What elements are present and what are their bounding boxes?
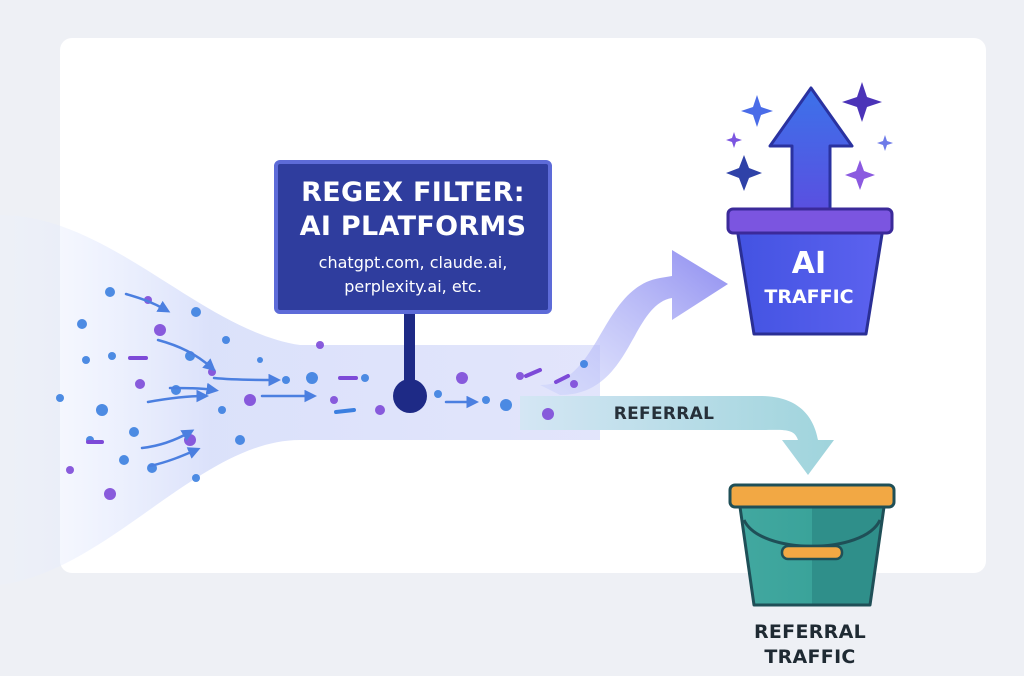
traffic-flow-funnel — [0, 215, 600, 585]
particle-dot — [184, 434, 196, 446]
flow-arrow-icon — [124, 292, 171, 313]
regex-filter-sign — [274, 160, 552, 314]
particle-dot — [361, 374, 369, 382]
particle-dot — [542, 408, 554, 420]
flow-arrow-icon — [212, 373, 281, 387]
particle-dot — [244, 394, 256, 406]
particle-dash — [554, 374, 570, 384]
particle-dot — [516, 372, 524, 380]
ai-traffic-bucket — [726, 207, 894, 336]
particle-dot — [135, 379, 145, 389]
particle-dot — [218, 406, 226, 414]
particle-dot — [82, 356, 90, 364]
particle-dot — [282, 376, 290, 384]
particle-dot — [235, 435, 245, 445]
flow-arrow-icon — [168, 382, 219, 396]
ai-bucket-label-2: TRAFFIC — [764, 286, 854, 308]
referral-arrow-label: REFERRAL — [613, 404, 715, 424]
particle-dot — [77, 319, 87, 329]
particle-dash — [524, 368, 542, 378]
particle-dot — [456, 372, 468, 384]
sign-title: REGEX FILTER: AI PLATFORMS — [299, 177, 527, 242]
particle-dot — [105, 287, 115, 297]
particle-dot — [257, 357, 263, 363]
particle-dot — [375, 405, 385, 415]
ai-bucket-label: AI — [791, 246, 827, 281]
particle-dot — [222, 336, 230, 344]
particle-dot — [330, 396, 338, 404]
particle-dot — [500, 399, 512, 411]
traffic-particles — [56, 287, 588, 500]
particle-dot — [56, 394, 64, 402]
particle-dot — [171, 385, 181, 395]
particle-dot — [482, 396, 490, 404]
particle-dot — [66, 466, 74, 474]
particle-dot — [580, 360, 588, 368]
particle-dot — [306, 372, 318, 384]
flow-arrow-icon — [140, 429, 195, 450]
particle-dot — [104, 488, 116, 500]
ai-branch-arrow — [540, 250, 728, 395]
flow-arrow-icon — [148, 447, 201, 468]
sign-post — [404, 312, 415, 390]
particle-dot — [119, 455, 129, 465]
particle-dot — [154, 324, 166, 336]
flow-arrow-icon — [156, 338, 216, 372]
particle-dot — [192, 474, 200, 482]
particle-dot — [316, 341, 324, 349]
particle-dot — [96, 404, 108, 416]
sparkle-icon — [726, 82, 893, 191]
particle-dash — [334, 408, 356, 414]
flow-arrow-icon — [146, 389, 209, 404]
referral-bucket-label: REFERRAL TRAFFIC — [753, 621, 867, 668]
particle-dot — [191, 307, 201, 317]
particle-dot — [108, 352, 116, 360]
sign-domains: chatgpt.com, claude.ai, perplexity.ai, e… — [318, 253, 508, 296]
particle-dot — [129, 427, 139, 437]
sign-post-base — [393, 379, 427, 413]
particle-dot — [570, 380, 578, 388]
referral-traffic-bucket — [728, 483, 896, 607]
referral-branch-arrow — [520, 396, 834, 475]
particle-dot — [434, 390, 442, 398]
